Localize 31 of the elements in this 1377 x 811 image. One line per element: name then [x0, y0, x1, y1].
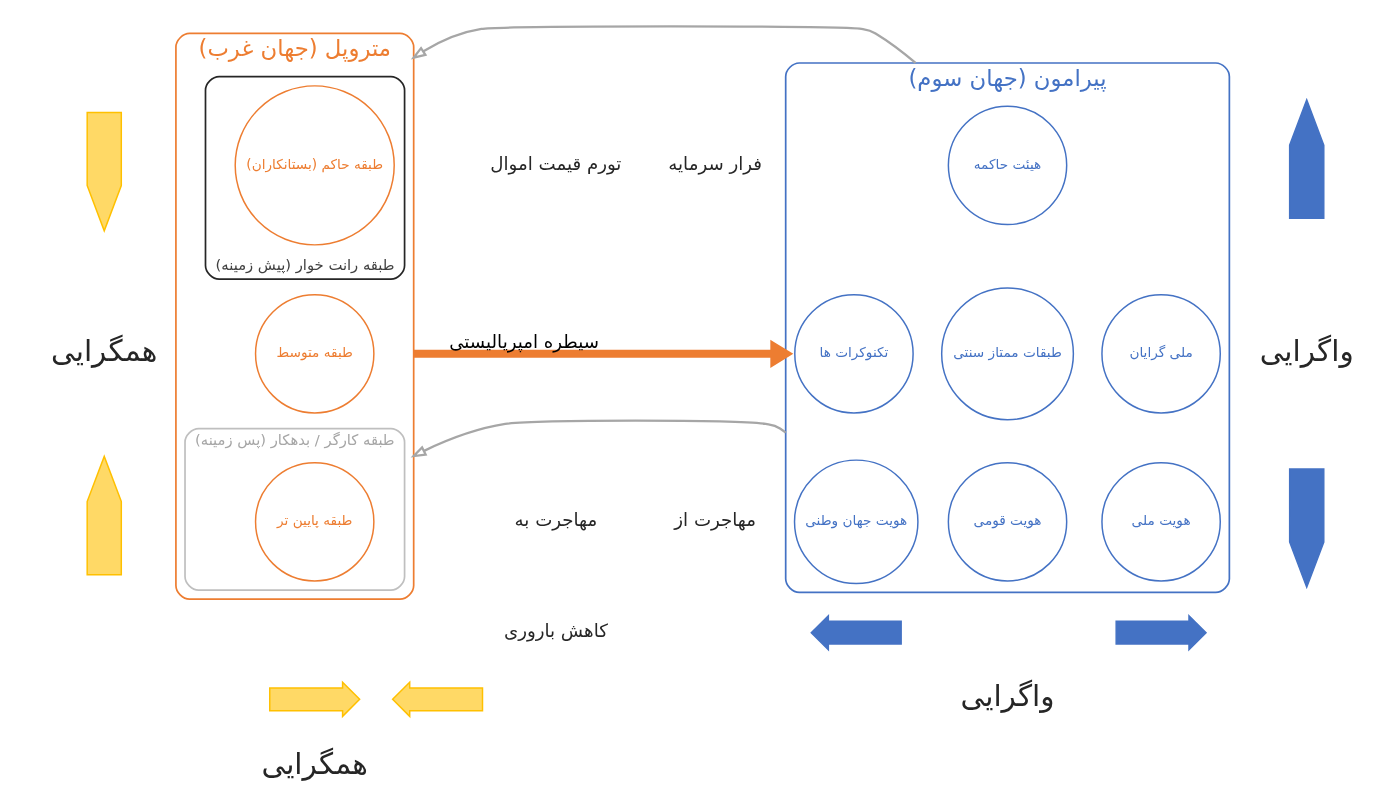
node-arrow — [269, 680, 361, 719]
node-arrow — [86, 454, 123, 576]
label: همگرایی — [51, 333, 158, 368]
node-arrow — [86, 111, 123, 233]
node-circle: طبقات ممتاز سنتی — [940, 287, 1075, 421]
node-arrow — [1115, 613, 1208, 652]
node-circle: هویت ملی — [1101, 461, 1221, 582]
node-circle: طبقه حاکم (بستانکاران) — [234, 85, 395, 246]
label: تورم قیمت اموال — [490, 152, 622, 174]
node-circle: هویت جهان وطنی — [793, 459, 919, 585]
label: مهاجرت از — [674, 509, 756, 531]
label: واگرایی — [1259, 333, 1354, 368]
node-circle: طبقه پایین تر — [254, 461, 375, 582]
arrow — [410, 25, 917, 64]
label: فرار سرمایه — [668, 152, 763, 174]
node-arrow — [391, 680, 484, 719]
node-circle: طبقه متوسط — [254, 293, 375, 414]
edge-label: سیطره امپریالیستی — [449, 330, 600, 352]
node-circle: هیئت حاکمه — [947, 105, 1068, 226]
node-arrow — [1288, 468, 1325, 590]
label: مهاجرت به — [514, 509, 598, 531]
node-circle: هویت قومی — [947, 461, 1068, 582]
node-circle: ملی گرایان — [1101, 293, 1221, 414]
label: همگرایی — [261, 746, 368, 781]
label: واگرایی — [960, 679, 1055, 714]
arrow — [410, 419, 787, 458]
node-arrow — [1288, 97, 1325, 220]
label: کاهش باروری — [503, 620, 608, 642]
node-circle: تکنوکرات ها — [794, 293, 914, 414]
arrow — [413, 339, 794, 368]
node-arrow — [810, 613, 902, 652]
